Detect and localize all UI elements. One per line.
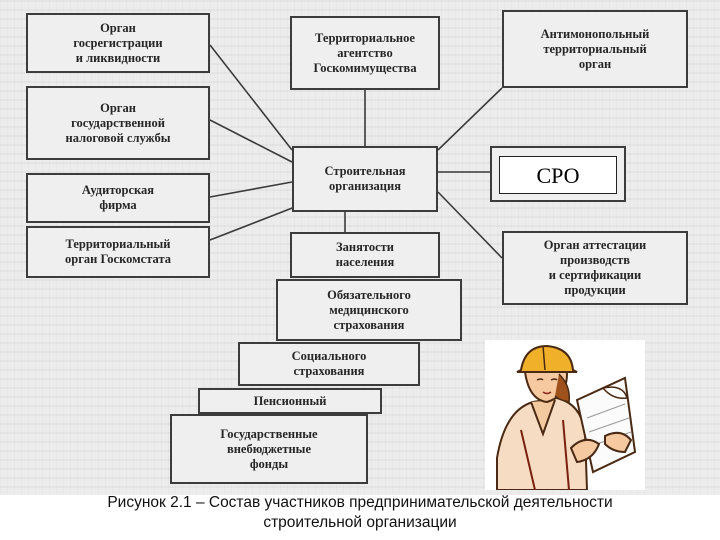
link-audit — [209, 181, 293, 198]
box-goskomimushchestvo: Территориальное агентство Госкомимуществ… — [290, 16, 440, 90]
fund-extrabudgetary: Государственные внебюджетные фонды — [170, 414, 368, 484]
fund-employment: Занятости населения — [290, 232, 440, 278]
box-certification: Орган аттестации производств и сертифика… — [502, 231, 688, 305]
fund-social: Социального страхования — [238, 342, 420, 386]
box-antimonopoly: Антимонопольный территориальный орган — [502, 10, 688, 88]
link-certification — [437, 191, 503, 259]
box-audit-firm: Аудиторская фирма — [26, 173, 210, 223]
link-goskomstat — [209, 204, 301, 241]
link-antimonopoly — [437, 87, 503, 151]
caption-line-2: строительной организации — [263, 514, 457, 531]
link-tax — [209, 119, 293, 163]
box-construction-company: Строительная организация — [292, 146, 438, 212]
connector-lines — [209, 44, 503, 259]
link-gosreg — [209, 44, 293, 151]
figure-caption: Рисунок 2.1 – Состав участников предприн… — [0, 493, 720, 533]
fund-pension: Пенсионный — [198, 388, 382, 414]
box-goskomstat: Территориальный орган Госкомстата — [26, 226, 210, 278]
caption-line-1: Рисунок 2.1 – Состав участников предприн… — [107, 494, 613, 511]
engineer-woman-with-blueprints-icon — [485, 340, 645, 490]
fund-medical: Обязательного медицинского страхования — [276, 279, 462, 341]
box-tax-service: Орган государственной налоговой службы — [26, 86, 210, 160]
box-cpo: СРО — [499, 156, 617, 194]
box-gosregistration: Орган госрегистрации и ликвидности — [26, 13, 210, 73]
